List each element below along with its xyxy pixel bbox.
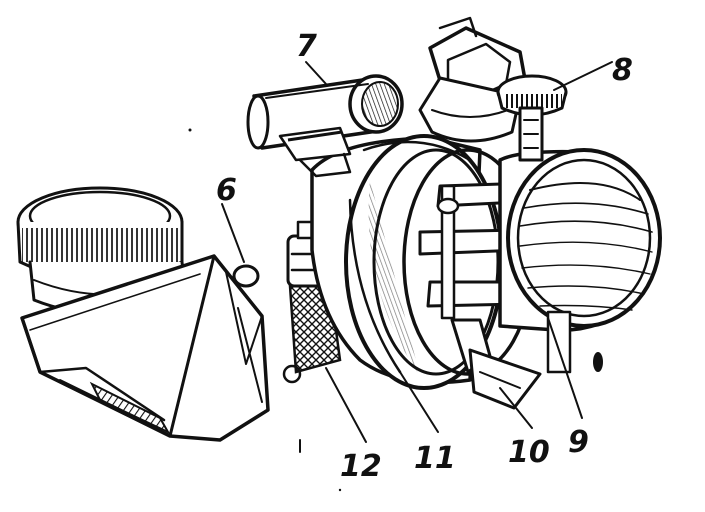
leader-10 bbox=[499, 387, 533, 429]
leader-11 bbox=[399, 371, 439, 433]
leader-7 bbox=[305, 61, 327, 85]
leader-8 bbox=[553, 61, 613, 91]
callout-7: 7 bbox=[296, 29, 317, 64]
callout-10: 10 bbox=[508, 435, 550, 470]
adjustment-screw bbox=[496, 74, 568, 162]
leader-12 bbox=[325, 367, 367, 443]
callout-6: 6 bbox=[216, 173, 237, 208]
callout-11: 11 bbox=[414, 441, 456, 476]
callout-9: 9 bbox=[568, 425, 589, 460]
callout-12: 12 bbox=[340, 449, 382, 484]
leader-9 bbox=[547, 317, 583, 419]
callout-8: 8 bbox=[612, 53, 633, 88]
prism-housing bbox=[20, 254, 302, 442]
objective-tube bbox=[498, 148, 662, 374]
leader-lines bbox=[221, 61, 613, 443]
lamp-cylinder bbox=[246, 74, 404, 178]
callout-labels: 6 7 8 9 10 11 12 bbox=[216, 29, 633, 484]
leader-6 bbox=[221, 203, 245, 263]
